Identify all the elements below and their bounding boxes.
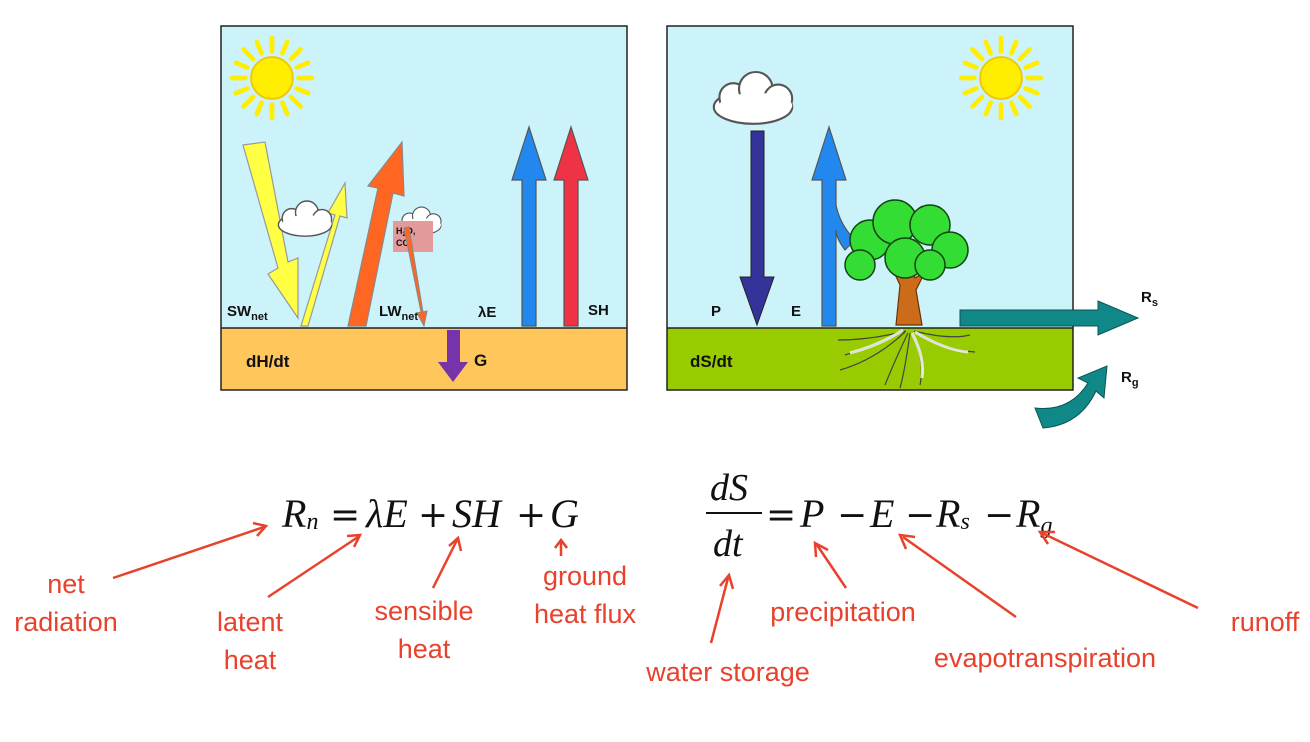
label-latent-heat: heat	[224, 645, 277, 675]
label-heat-flux: heat flux	[534, 599, 637, 629]
energy-equation: Rn = λE + SH + G	[281, 491, 579, 536]
lw-net-label: LWnet	[379, 303, 418, 323]
arrow-net-radiation	[112, 525, 265, 580]
rs-label: Rs	[1141, 289, 1158, 309]
arrow-latent-heat	[267, 535, 359, 599]
eq-equals-w: =	[766, 495, 796, 536]
energy-balance-panel: H2O, CO2 SWnet LWnet λE SH G dH/dt	[220, 25, 628, 391]
gas-label-h2o: H2O,	[396, 226, 415, 238]
rg-label: Rg	[1121, 369, 1139, 389]
tree-icon	[837, 199, 976, 389]
left-soil	[221, 328, 627, 390]
g-label: G	[474, 351, 487, 370]
sensible-heat-arrow	[553, 125, 589, 327]
eq-minus-3: −	[984, 495, 1014, 536]
label-water-storage: water storage	[645, 657, 810, 687]
label-sensible: sensible	[374, 596, 473, 626]
shortwave-out-arrow	[300, 180, 348, 327]
eq-rn: Rn	[281, 491, 318, 536]
precipitation-arrow	[739, 130, 775, 327]
sw-net-label: SWnet	[227, 303, 268, 323]
eq-e: E	[869, 491, 894, 536]
annotation-arrows	[112, 521, 1199, 644]
shortwave-in-arrow	[242, 141, 299, 320]
arrow-runoff	[1041, 531, 1199, 610]
label-net: net	[47, 569, 85, 599]
label-runoff: runoff	[1231, 607, 1300, 637]
water-balance-panel: P E Rs Rg dS/dt	[666, 25, 1158, 429]
sun-icon-right	[961, 38, 1041, 118]
eq-minus-2: −	[905, 495, 935, 536]
groundwater-runoff-arrow	[1034, 365, 1108, 429]
eq-g: G	[550, 491, 579, 536]
longwave-down-arrow	[403, 226, 428, 328]
label-sensible-heat: heat	[398, 634, 451, 664]
right-frame	[666, 25, 1074, 391]
arrow-precipitation	[815, 544, 848, 589]
eq-sh: SH	[452, 491, 503, 536]
eq-minus-1: −	[837, 495, 867, 536]
eq-equals: =	[330, 495, 360, 536]
arrow-evapotranspiration	[902, 535, 1017, 619]
latent-heat-arrow	[511, 125, 547, 327]
eq-rs: Rs	[935, 491, 970, 536]
label-radiation: radiation	[14, 607, 118, 637]
annotation-labels: net radiation latent heat sensible heat …	[14, 561, 1300, 687]
longwave-up-arrow	[347, 140, 405, 327]
label-precipitation: precipitation	[770, 597, 916, 627]
eq-latent: λE	[365, 491, 408, 536]
label-evapotranspiration: evapotranspiration	[934, 643, 1156, 673]
e-label: E	[791, 303, 801, 320]
label-ground: ground	[543, 561, 627, 591]
p-label: P	[711, 303, 721, 320]
eq-plus-2: +	[516, 495, 546, 536]
dhdt-label: dH/dt	[246, 352, 290, 371]
eq-dt: dt	[713, 523, 744, 565]
label-latent: latent	[217, 607, 284, 637]
left-frame	[220, 25, 628, 391]
arrow-water-storage	[709, 577, 730, 644]
arrow-sensible-heat	[431, 539, 459, 589]
latent-label: λE	[478, 304, 496, 321]
dsdt-label: dS/dt	[690, 352, 733, 371]
water-equation: dS dt = P − E − Rs − Rg	[706, 467, 1052, 565]
greenhouse-gas-box	[393, 221, 433, 252]
sun-icon	[232, 38, 312, 118]
surface-runoff-arrow	[959, 300, 1140, 336]
eq-p: P	[799, 491, 824, 536]
eq-plus-1: +	[418, 495, 448, 536]
sh-label: SH	[588, 302, 609, 319]
ground-heat-arrow	[438, 330, 468, 382]
eq-ds: dS	[710, 467, 748, 509]
